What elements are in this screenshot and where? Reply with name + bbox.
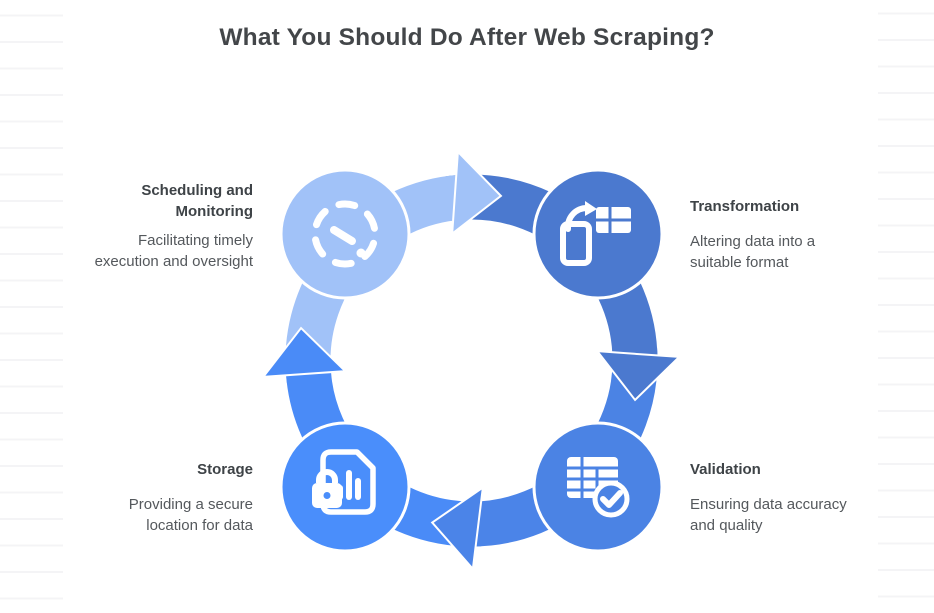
- file-chart-lock-icon: [312, 449, 376, 515]
- device-to-table-icon: [560, 201, 631, 266]
- step-description: Providing a secure location for data: [128, 496, 253, 534]
- node-storage: [279, 421, 411, 553]
- step-description: Facilitating timely execution and oversi…: [94, 232, 253, 270]
- arrow-right-icon: [595, 350, 682, 402]
- ruled-lines-left: [0, 0, 63, 613]
- ruled-lines-right: [878, 0, 934, 613]
- step-title: Transformation: [690, 198, 800, 215]
- step-description: Altering data into a suitable format: [690, 233, 816, 271]
- dashed-clock-icon: [311, 200, 379, 268]
- arrow-bottom-icon: [430, 485, 485, 572]
- arrow-left-icon: [261, 326, 348, 378]
- page-title: What You Should Do After Web Scraping?: [219, 24, 715, 51]
- step-storage-text: Storage Providing a secure location for …: [53, 459, 253, 536]
- step-description: Ensuring data accuracy and quality: [690, 496, 847, 534]
- step-validation-text: Validation Ensuring data accuracy and qu…: [690, 459, 890, 536]
- table-check-icon: [567, 457, 630, 518]
- arrow-top-icon: [451, 149, 503, 236]
- step-transformation-text: Transformation Altering data into a suit…: [690, 196, 890, 273]
- node-transformation: [532, 168, 664, 300]
- step-title: Validation: [690, 461, 761, 478]
- step-title: Storage: [197, 461, 253, 478]
- step-title: Scheduling and Monitoring: [141, 182, 253, 220]
- step-scheduling-text: Scheduling and Monitoring Facilitating t…: [43, 180, 253, 272]
